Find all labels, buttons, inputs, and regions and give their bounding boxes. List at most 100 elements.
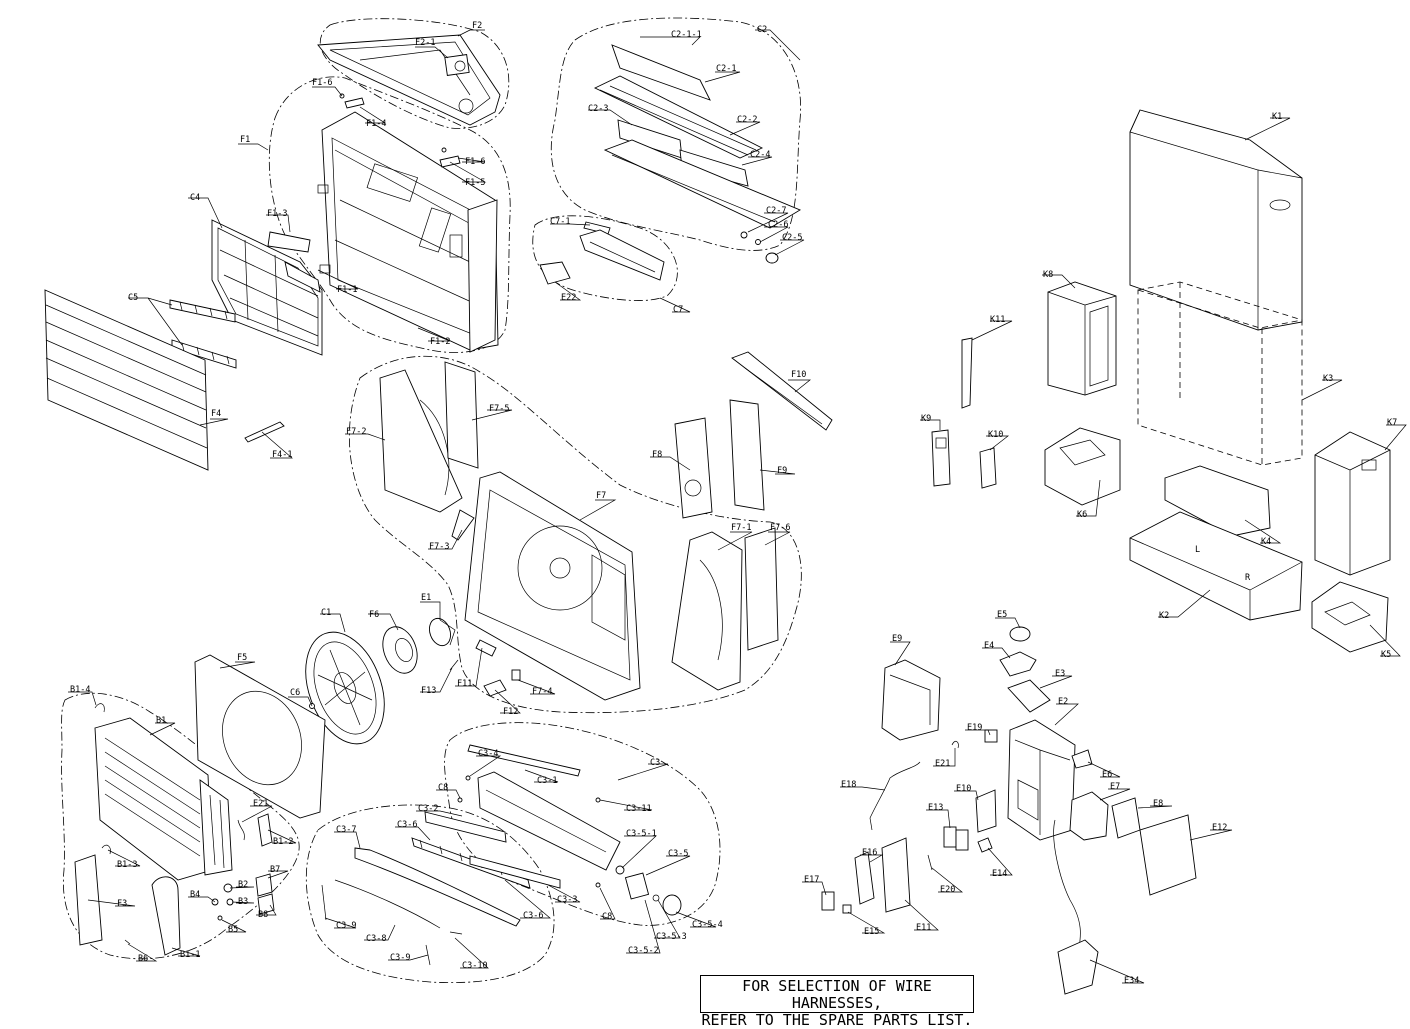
part-k11 xyxy=(961,337,973,409)
part-b8 xyxy=(257,893,275,915)
part-k10-holder xyxy=(979,447,997,489)
part-b1-4 xyxy=(94,703,105,713)
label-c2-1: C2-1 xyxy=(716,64,736,74)
part-f2-top-panel xyxy=(317,34,501,126)
label-c3-5-3: C3-5-3 xyxy=(656,932,687,942)
part-c7-assembly xyxy=(539,221,665,285)
label-f7-3: F7-3 xyxy=(429,542,449,552)
part-e2-box xyxy=(1007,719,1076,841)
label-e16: E16 xyxy=(862,848,877,858)
label-k2: K2 xyxy=(1159,611,1169,621)
leader-lines xyxy=(68,29,1407,984)
label-f7: F7 xyxy=(596,491,606,501)
label-c3: C3 xyxy=(650,758,660,768)
label-e15: E15 xyxy=(864,927,879,937)
part-e16 xyxy=(854,851,875,905)
label-f7-2: F7-2 xyxy=(346,427,366,437)
part-b1-3 xyxy=(101,844,111,855)
part-e17 xyxy=(821,891,835,911)
group-outline-f1 xyxy=(268,76,511,353)
label-f1-1: F1-1 xyxy=(337,285,357,295)
label-f1-3: F1-3 xyxy=(267,209,287,219)
part-f7-5 xyxy=(444,361,479,469)
part-e13 xyxy=(943,826,969,851)
label-c3-9-a: C3-9 xyxy=(336,921,356,931)
part-e18-cable xyxy=(869,761,921,831)
label-c2-1-1: C2-1-1 xyxy=(671,30,702,40)
label-f5: F5 xyxy=(237,653,247,663)
label-e8: E8 xyxy=(1153,799,1163,809)
svg-text:L: L xyxy=(1195,545,1200,555)
part-f7-4 xyxy=(511,669,521,681)
part-f4-front-grille xyxy=(44,289,209,471)
part-c3-4 xyxy=(465,775,471,781)
part-f1-6-screw-b xyxy=(441,147,447,153)
part-e21-sensor-a xyxy=(237,819,245,841)
part-f1-front-frame xyxy=(317,111,499,353)
part-e1-motor xyxy=(429,617,456,647)
label-f1-2: F1-2 xyxy=(430,337,450,347)
label-c3-3: C3-3 xyxy=(557,895,577,905)
label-c2: C2 xyxy=(757,25,767,35)
label-c3-5-4: C3-5-4 xyxy=(692,920,723,930)
label-f7-1: F7-1 xyxy=(731,523,751,533)
label-k9: K9 xyxy=(921,414,931,424)
group-outline-f2 xyxy=(319,18,510,129)
label-c3-9-b: C3-9 xyxy=(390,953,410,963)
part-k1-carton xyxy=(1129,109,1303,331)
label-e12: E12 xyxy=(1212,823,1227,833)
label-e7: E7 xyxy=(1110,782,1120,792)
part-f1-4 xyxy=(344,97,365,109)
part-f1-3 xyxy=(267,231,311,253)
label-e19: E19 xyxy=(967,723,982,733)
part-e20 xyxy=(927,854,933,871)
label-c5: C5 xyxy=(128,293,138,303)
label-b1-4: B1-4 xyxy=(70,685,90,695)
label-f7-5: F7-5 xyxy=(489,404,509,414)
part-k4-packing xyxy=(1164,465,1271,537)
label-c1: C1 xyxy=(321,608,331,618)
label-c6: C6 xyxy=(290,688,300,698)
label-c2-2: C2-2 xyxy=(737,115,757,125)
label-c2-3: C2-3 xyxy=(588,104,608,114)
label-k8: K8 xyxy=(1043,270,1053,280)
label-b8: B8 xyxy=(258,910,268,920)
label-f13: F13 xyxy=(421,686,436,696)
label-b1: B1 xyxy=(156,716,166,726)
label-f12: F12 xyxy=(503,707,518,717)
label-k5: K5 xyxy=(1381,650,1391,660)
part-k7-packing xyxy=(1314,431,1391,576)
label-e13: E13 xyxy=(928,803,943,813)
label-c7-1: C7-1 xyxy=(550,217,570,227)
part-e9-bracket xyxy=(881,659,941,741)
label-e4: E4 xyxy=(984,641,994,651)
group-outline-f7 xyxy=(348,355,802,714)
part-c1-fan xyxy=(305,631,385,745)
label-e21-b: E21 xyxy=(935,759,950,769)
part-k8-packing xyxy=(1047,281,1117,396)
label-c2-5: C2-5 xyxy=(782,233,802,243)
part-f6 xyxy=(382,626,418,674)
label-e3: E3 xyxy=(1055,669,1065,679)
group-outlines xyxy=(61,17,802,984)
label-k4: K4 xyxy=(1261,537,1271,547)
part-e8 xyxy=(1111,797,1141,839)
label-b3: B3 xyxy=(238,897,248,907)
part-b6 xyxy=(124,939,131,945)
label-b1-1: B1-1 xyxy=(180,950,200,960)
label-f6: F6 xyxy=(369,610,379,620)
label-f1-5: F1-5 xyxy=(465,178,485,188)
label-c4: C4 xyxy=(190,193,200,203)
part-b7 xyxy=(255,873,273,897)
label-c2-7: C2-7 xyxy=(766,206,786,216)
label-f3: F3 xyxy=(117,899,127,909)
label-f4: F4 xyxy=(211,409,221,419)
label-e14: E14 xyxy=(992,869,1007,879)
label-c3-8: C3-8 xyxy=(366,934,386,944)
label-e10: E10 xyxy=(956,784,971,794)
label-e22: E22 xyxy=(561,293,576,303)
part-e34-cable xyxy=(1053,819,1081,956)
label-c3-5: C3-5 xyxy=(668,849,688,859)
label-f1-4: F1-4 xyxy=(366,119,386,129)
